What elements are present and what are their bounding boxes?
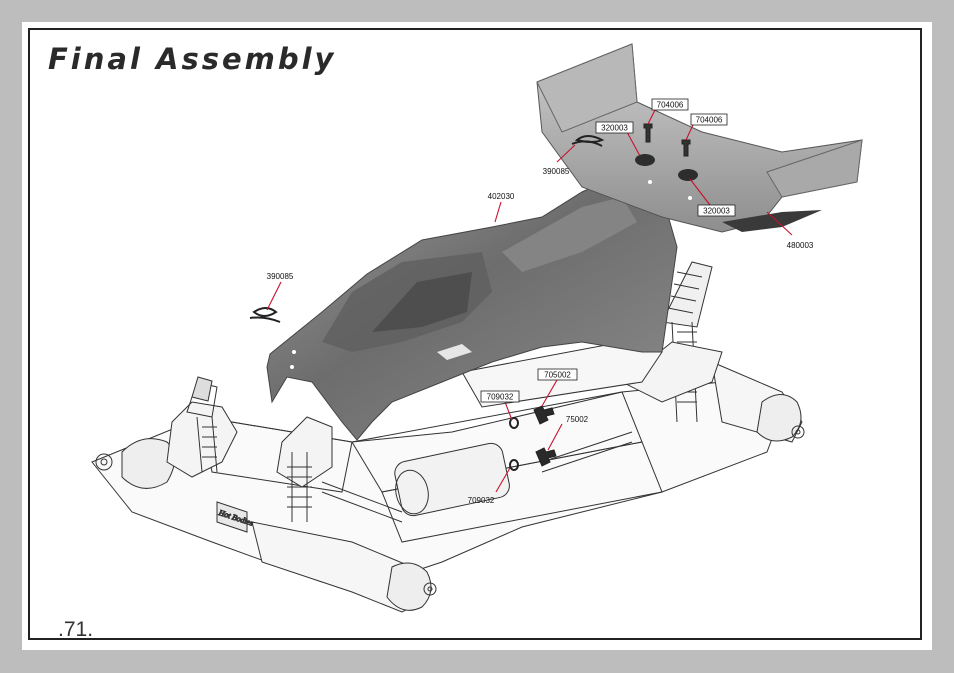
manual-page: Hot Bodies: [22, 22, 932, 650]
callout-label: 320003: [601, 124, 628, 133]
callout-label: 704006: [657, 101, 684, 110]
callout-label: 709032: [468, 496, 495, 505]
callout-label: 75002: [566, 415, 589, 424]
callout-label: 705002: [544, 371, 571, 380]
chassis-line-art: Hot Bodies: [91, 261, 805, 613]
exploded-view-illustration: Hot Bodies: [91, 43, 863, 613]
callout-390085-front: 390085: [267, 272, 294, 281]
rear-wing-480003: [536, 43, 863, 233]
callout-709032-b: 709032: [468, 496, 495, 505]
callout-label: 390085: [267, 272, 294, 281]
page-number: .71.: [58, 618, 94, 641]
callout-label: 709032: [487, 393, 514, 402]
leader-lines: [266, 109, 793, 493]
callout-label: 704006: [696, 116, 723, 125]
page-frame: [28, 28, 922, 640]
callout-705002: 705002: [537, 368, 578, 381]
page-title: Final Assembly: [48, 42, 337, 76]
callout-label: 320003: [703, 207, 730, 216]
callout-320003-b: 320003: [697, 204, 736, 217]
hardware-parts: [249, 123, 691, 471]
callout-label: 390085: [543, 167, 570, 176]
callout-704006-a: 704006: [651, 98, 689, 111]
callout-480003: 480003: [787, 241, 814, 250]
callout-709032-a: 709032: [480, 390, 520, 403]
callout-390085-wing: 390085: [543, 167, 570, 176]
callout-label: 402030: [488, 192, 515, 201]
callout-704006-b: 704006: [690, 113, 728, 126]
callout-402030: 402030: [488, 192, 515, 201]
callout-320003-a: 320003: [595, 121, 634, 134]
callout-75002: 75002: [566, 415, 589, 424]
callout-label: 480003: [787, 241, 814, 250]
